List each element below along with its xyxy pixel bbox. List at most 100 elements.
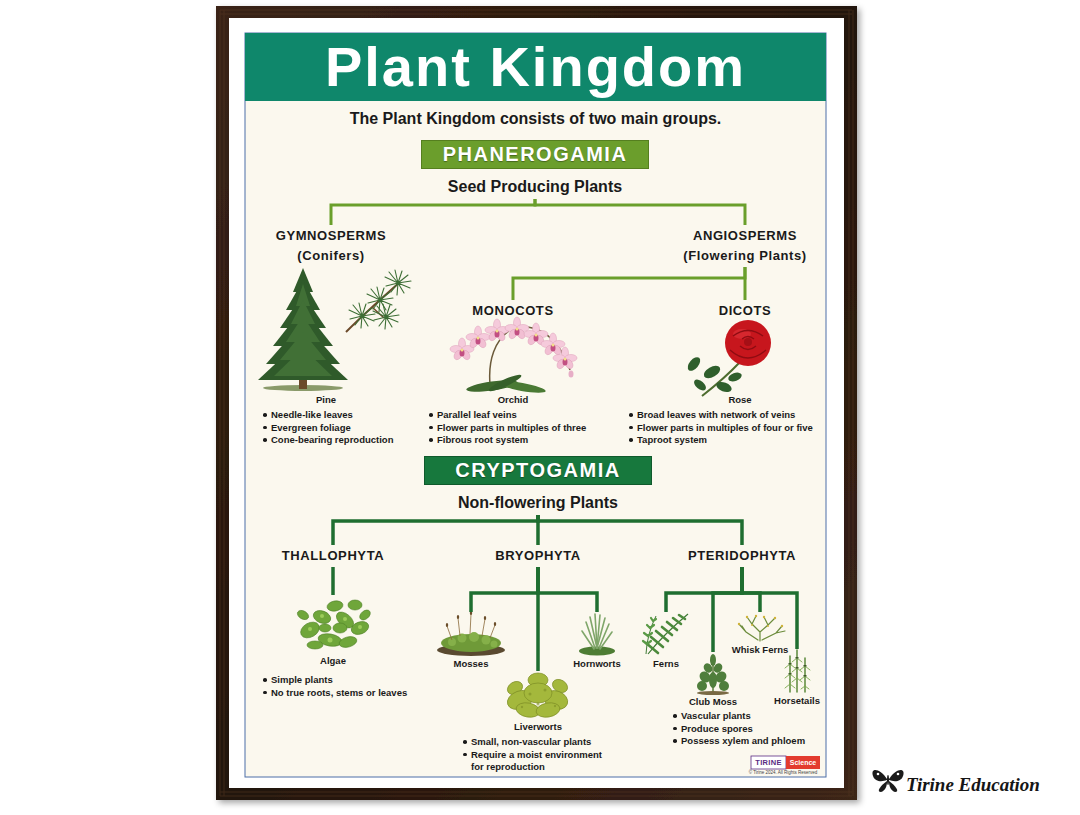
bullet-dot [429,426,433,430]
group-node: PHANEROGAMIA Seed Producing Plants [421,140,649,197]
label-anchor: Science [790,758,816,768]
illustration-slot [693,652,733,694]
category-node: DICOTS [719,302,772,320]
label-anchor: Flower parts in multiples of three [429,422,586,434]
bullet-text: Parallel leaf veins [437,409,517,421]
plant-label: Horsetails [774,695,820,706]
category-label: THALLOPHYTA [282,547,384,565]
bullet-dot [263,426,267,430]
label-anchor: Require a moist environment for reproduc… [463,749,609,773]
plant-label: Club Moss [689,696,737,707]
label-anchor: Orchid [498,394,529,406]
logo-text: Science [790,758,816,768]
bullet-text: Needle-like leaves [271,409,353,421]
bullet-text: Require a moist environment for reproduc… [471,749,609,773]
bullet-text: No true roots, stems or leaves [271,687,407,699]
bullet-text: Broad leaves with network of veins [637,409,795,421]
plant-node: Liverworts [507,671,569,732]
tree-connector [742,567,760,612]
illustration-slot [782,649,812,693]
plant-node: Hornworts [573,612,621,669]
label-anchor: Tirine Education [906,773,1040,797]
tree-connector [513,267,745,300]
bullet-text: Simple plants [271,674,333,686]
bullet-dot [429,413,433,417]
category-node: MONOCOTS [472,302,553,320]
label-anchor: © Tirine 2024. All Rights Reserved [749,770,818,776]
bullet-text: Flower parts in multiples of three [437,422,586,434]
category-label: MONOCOTS [472,302,553,320]
category-node: ANGIOSPERMS(Flowering Plants) [683,227,806,265]
illustration-slot [732,612,788,642]
illustration-slot [293,595,373,653]
label-anchor: The Plant Kingdom consists of two main g… [350,109,722,129]
bullet-dot [429,438,433,442]
illustration-slot [507,671,569,719]
bullet-dot [263,413,267,417]
group-heading: PHANEROGAMIA [421,140,649,169]
bullet-dot [673,714,677,718]
group-node: CRYPTOGAMIANon-flowering Plants [424,456,652,513]
label-anchor: Vascular plants [673,710,751,722]
bullet-text: Small, non-vascular plants [471,736,591,748]
category-label: BRYOPHYTA [495,547,581,565]
plant-node: Club Moss [689,652,737,707]
plant-node: Horsetails [774,649,820,706]
bullet-dot [629,426,633,430]
intro-text: The Plant Kingdom consists of two main g… [350,109,722,129]
tree-connector [713,567,742,652]
bullet-dot [629,438,633,442]
bullet-dot [263,691,267,695]
plant-node: Whisk Ferns [732,612,789,655]
copyright-text: © Tirine 2024. All Rights Reserved [749,770,818,776]
illustration-slot [575,612,619,656]
tree-connector [538,567,597,612]
label-anchor: No true roots, stems or leaves [263,687,407,699]
bullet-text: Fibrous root system [437,434,528,446]
label-anchor: Pine [316,394,336,406]
plant-label: Algae [320,655,346,666]
label-anchor: Needle-like leaves [263,409,353,421]
tree-connector [742,567,797,649]
bullet-dot [673,727,677,731]
group-subtitle: Seed Producing Plants [448,177,622,197]
label-anchor: Possess xylem and phloem [673,735,805,747]
tree-connector [666,567,742,612]
plant-label: Hornworts [573,658,621,669]
plant-caption: Pine [316,394,336,406]
tree-connector [535,199,745,225]
plant-caption: Orchid [498,394,529,406]
tree-connector [331,567,335,595]
bullet-dot [263,438,267,442]
label-anchor: Simple plants [263,674,333,686]
group-subtitle: Non-flowering Plants [458,493,618,513]
plant-node: Mosses [436,612,506,669]
illustration-slot [436,612,506,656]
bullet-text: Produce spores [681,723,753,735]
plant-node: Algae [293,595,373,666]
title-text: Plant Kingdom [325,35,746,99]
bullet-dot [463,740,467,744]
label-anchor: Parallel leaf veins [429,409,517,421]
label-anchor: Broad leaves with network of veins [629,409,795,421]
plant-label: Whisk Ferns [732,644,789,655]
illustration-slot [641,612,691,656]
label-anchor: TIRINE [755,758,781,768]
plant-label: Mosses [454,658,489,669]
logo-text: TIRINE [755,758,781,768]
tree-connector [331,199,535,225]
label-anchor: Flower parts in multiples of four or fiv… [629,422,813,434]
label-anchor: Small, non-vascular plants [463,736,591,748]
label-anchor: Rose [728,394,751,406]
tree-connector [333,515,538,545]
tree-connector [743,267,746,300]
watermark: Tirine Education [906,773,1040,797]
label-anchor: Cone-bearing reproduction [263,434,393,446]
bullet-text: Taproot system [637,434,707,446]
bullet-dot [629,413,633,417]
tree-connector [471,567,538,612]
label-anchor: Taproot system [629,434,707,446]
title-band: Plant Kingdom [325,35,746,99]
category-label: (Conifers) [297,247,364,265]
